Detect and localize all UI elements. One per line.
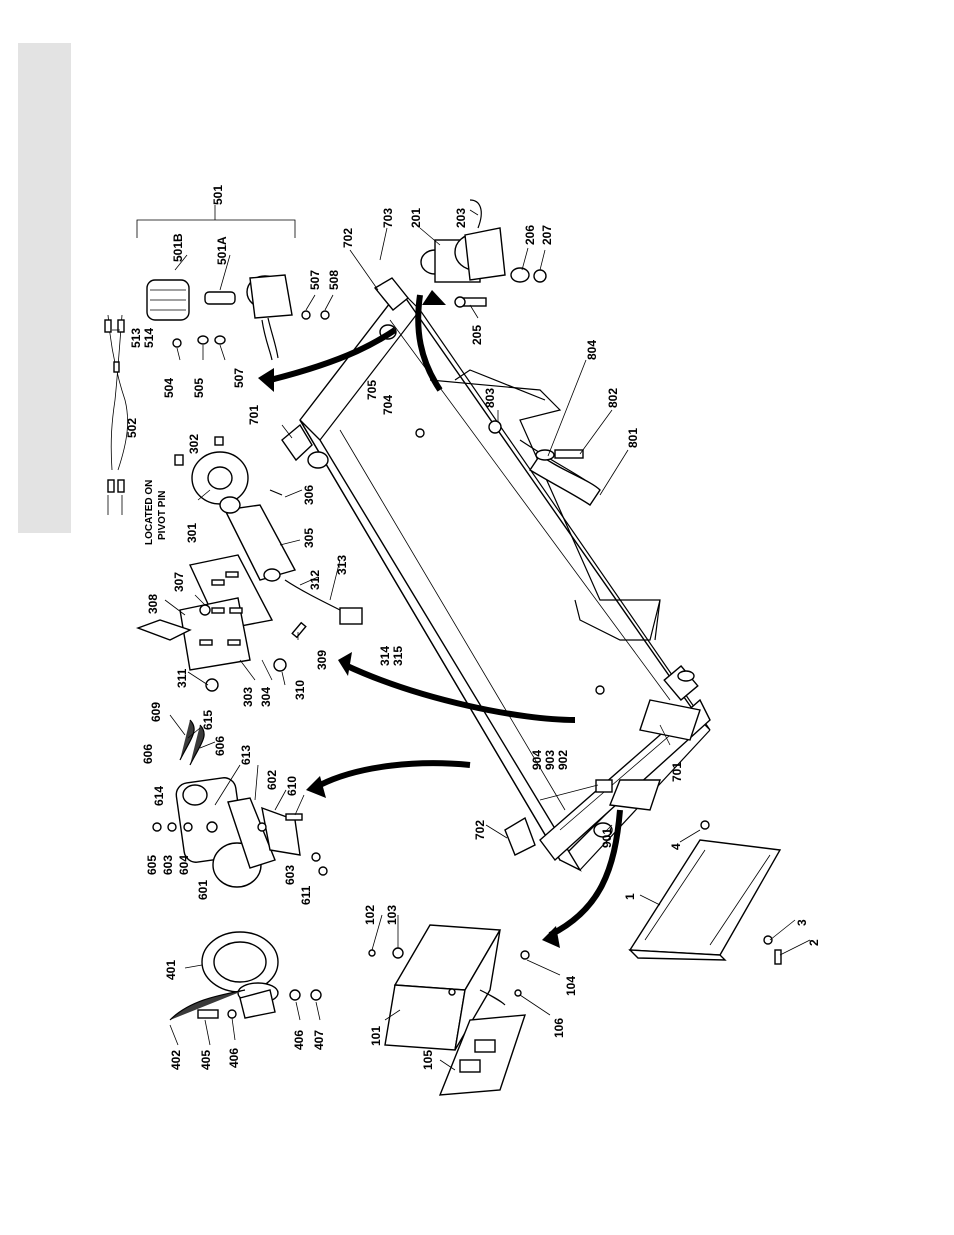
callout-2: 2 [807, 939, 821, 946]
callout-701-b: 701 [670, 762, 684, 782]
callout-902: 902 [556, 750, 570, 770]
callout-904: 904 [530, 750, 544, 770]
spindle-assembly [609, 664, 701, 811]
callout-601: 601 [196, 880, 210, 900]
callout-507-b: 507 [308, 270, 322, 290]
callout-705: 705 [365, 380, 379, 400]
callout-203: 203 [454, 208, 468, 228]
callout-312: 312 [308, 570, 322, 590]
callout-603-b: 603 [283, 865, 297, 885]
callout-901: 901 [600, 828, 614, 848]
callout-501a: 501A [215, 236, 229, 265]
callout-704: 704 [381, 395, 395, 415]
callout-604: 604 [177, 855, 191, 875]
callout-402: 402 [169, 1050, 183, 1070]
callout-103: 103 [385, 905, 399, 925]
callout-407: 407 [312, 1030, 326, 1050]
callout-614: 614 [152, 786, 166, 806]
callout-406-a: 406 [227, 1048, 241, 1068]
callout-315: 315 [391, 646, 405, 666]
callout-615: 615 [201, 710, 215, 730]
callout-1: 1 [623, 893, 637, 900]
callout-507-a: 507 [232, 368, 246, 388]
side-tab [18, 43, 71, 533]
callout-308: 308 [146, 594, 160, 614]
callout-501: 501 [211, 185, 225, 205]
callout-606-b: 606 [213, 736, 227, 756]
arrows [258, 290, 623, 948]
motor-201 [420, 199, 547, 308]
leader-lines [112, 209, 811, 1071]
motor-601 [152, 719, 328, 888]
callout-310: 310 [293, 680, 307, 700]
callout-405: 405 [199, 1050, 213, 1070]
callout-502: 502 [125, 418, 139, 438]
callout-611: 611 [299, 885, 313, 905]
callout-406-b: 406 [292, 1030, 306, 1050]
callout-903: 903 [543, 750, 557, 770]
callout-4: 4 [669, 843, 683, 850]
callout-3: 3 [795, 919, 809, 926]
strap-801 [488, 420, 601, 506]
callout-603-a: 603 [161, 855, 175, 875]
control-box-101 [368, 924, 530, 1096]
callout-313: 313 [335, 555, 349, 575]
callout-504: 504 [162, 378, 176, 398]
callout-505: 505 [192, 378, 206, 398]
callout-702-a: 702 [341, 228, 355, 248]
callout-606-a: 606 [141, 744, 155, 764]
main-frame [281, 277, 711, 872]
note-pivot-line1: LOCATED ON [144, 480, 155, 545]
callout-201: 201 [409, 208, 423, 228]
callout-702-b: 702 [473, 820, 487, 840]
callout-610: 610 [285, 776, 299, 796]
callout-802: 802 [606, 388, 620, 408]
callouts: 501 501B 501A 513 514 504 505 507 507 50… [125, 185, 821, 1070]
pivot-boss [307, 451, 329, 469]
harness-502 [104, 314, 129, 515]
callout-307: 307 [172, 572, 186, 592]
motor-501 [136, 205, 330, 361]
callout-401: 401 [164, 960, 178, 980]
bracket-1 [628, 820, 782, 965]
callout-301: 301 [185, 523, 199, 543]
callout-309: 309 [315, 650, 329, 670]
callout-514: 514 [142, 328, 156, 348]
callout-106: 106 [552, 1018, 566, 1038]
callout-501b: 501B [171, 233, 185, 262]
callout-804: 804 [585, 340, 599, 360]
callout-104: 104 [564, 976, 578, 996]
horn-401 [169, 931, 322, 1021]
callout-703: 703 [381, 208, 395, 228]
callout-206: 206 [523, 225, 537, 245]
bracket-303 [135, 554, 307, 692]
callout-609: 609 [149, 702, 163, 722]
callout-801: 801 [626, 428, 640, 448]
switch-block [595, 779, 613, 793]
callout-311: 311 [175, 668, 189, 688]
note-pivot-line2: PIVOT PIN [157, 491, 168, 540]
callout-205: 205 [470, 325, 484, 345]
callout-303: 303 [241, 687, 255, 707]
callout-102: 102 [363, 905, 377, 925]
callout-105: 105 [421, 1050, 435, 1070]
sensor-assembly [174, 436, 363, 625]
callout-101: 101 [369, 1026, 383, 1046]
callout-602: 602 [265, 770, 279, 790]
callout-605: 605 [145, 855, 159, 875]
callout-613: 613 [239, 745, 253, 765]
callout-207: 207 [540, 225, 554, 245]
callout-513: 513 [129, 328, 143, 348]
callout-305: 305 [302, 528, 316, 548]
callout-701-a: 701 [247, 405, 261, 425]
callout-803: 803 [483, 388, 497, 408]
callout-508: 508 [327, 270, 341, 290]
callout-314: 314 [378, 646, 392, 666]
callout-302: 302 [187, 434, 201, 454]
callout-304: 304 [259, 687, 273, 707]
callout-306: 306 [302, 485, 316, 505]
